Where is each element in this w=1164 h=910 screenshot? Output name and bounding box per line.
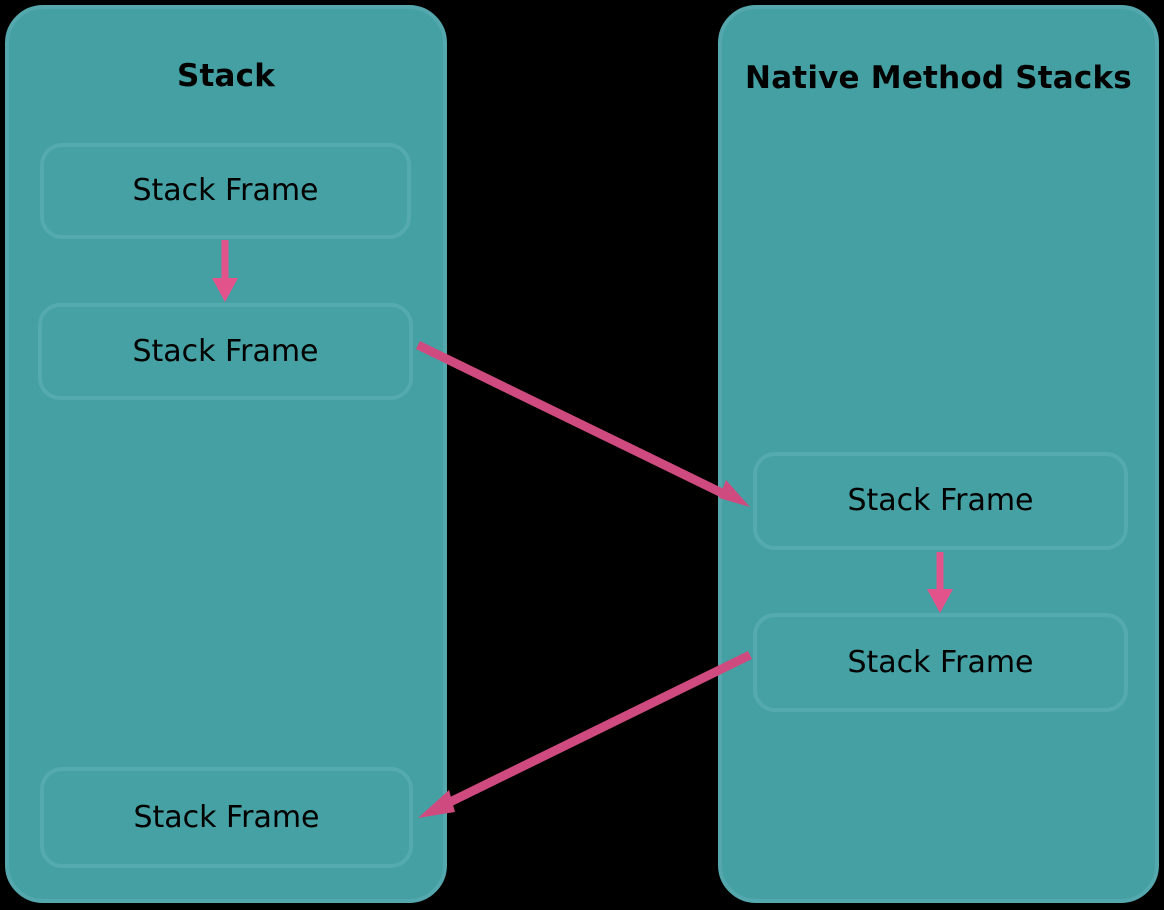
stack-frame-3-label: Stack Frame — [133, 799, 320, 835]
stack-frame-1: Stack Frame — [40, 143, 411, 239]
panel-stack-title: Stack — [176, 58, 276, 94]
panel-native-method-stacks-title: Native Method Stacks — [745, 60, 1132, 96]
native-stack-frame-2: Stack Frame — [753, 613, 1128, 712]
native-stack-frame-1-label: Stack Frame — [847, 483, 1034, 518]
native-stack-frame-1: Stack Frame — [753, 452, 1128, 550]
stack-frame-1-label: Stack Frame — [132, 173, 319, 208]
stack-frame-2: Stack Frame — [38, 303, 413, 400]
stack-frame-3: Stack Frame — [40, 767, 413, 868]
stack-frame-2-label: Stack Frame — [132, 333, 319, 369]
arrow-stack-frame-2-to-native-frame-1 — [416, 340, 750, 507]
arrow-native-frame-2-to-stack-frame-3 — [418, 650, 752, 818]
native-stack-frame-2-label: Stack Frame — [847, 644, 1034, 680]
